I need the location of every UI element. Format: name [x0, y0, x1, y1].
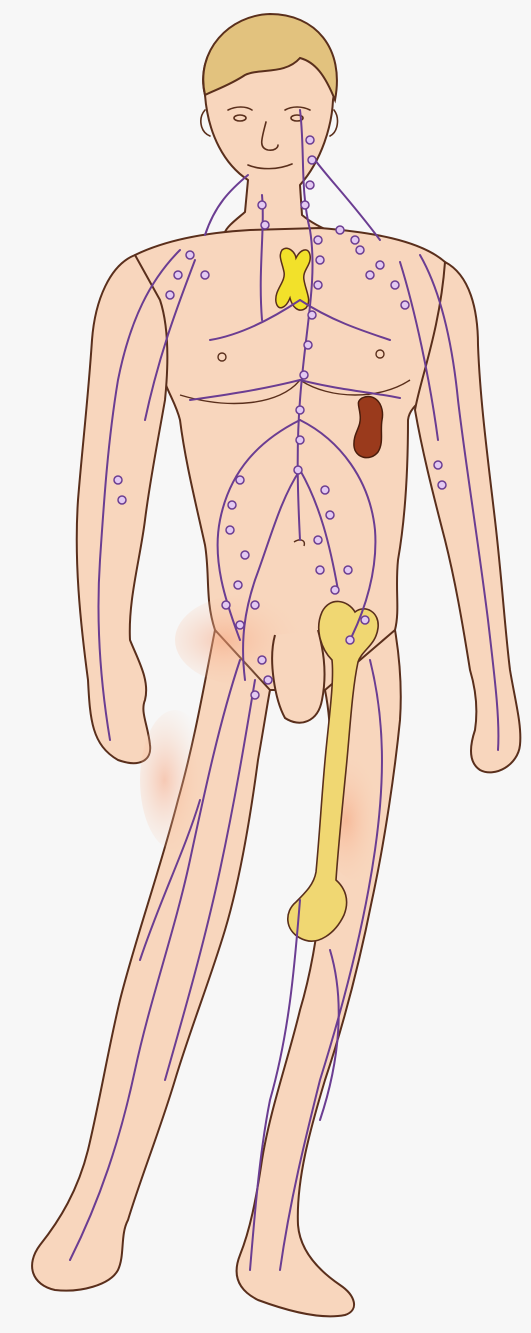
spleen [354, 397, 383, 458]
